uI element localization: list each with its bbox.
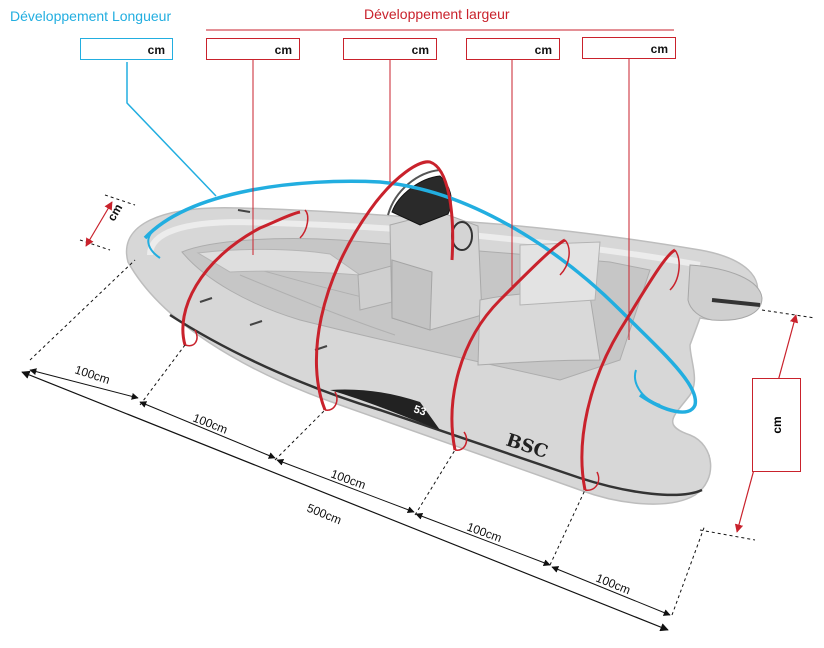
width-input-field-1[interactable]: cm xyxy=(206,38,300,60)
rear-bench-back xyxy=(519,241,601,306)
bow-height-dimension xyxy=(79,194,136,251)
width-input-field-4[interactable]: cm xyxy=(582,37,676,59)
segment-label: 100cm xyxy=(329,467,368,492)
boat-illustration xyxy=(125,169,763,505)
console-front xyxy=(391,259,433,331)
bow-height-unit: cm xyxy=(104,201,125,223)
stern-height-unit-label: cm xyxy=(769,416,784,434)
total-length-arrow xyxy=(21,370,669,632)
windshield-frame xyxy=(387,169,441,216)
width-leader-lines xyxy=(252,58,630,340)
width-loop-1 xyxy=(181,209,309,347)
segment-label: 100cm xyxy=(594,571,633,597)
width-unit-label: cm xyxy=(274,43,292,57)
length-leader-line xyxy=(126,62,217,197)
length-unit-label: cm xyxy=(147,43,165,57)
length-heading: Développement Longueur xyxy=(10,8,172,24)
width-unit-label: cm xyxy=(534,43,552,57)
width-heading: Développement largeur xyxy=(364,6,510,22)
width-input-field-2[interactable]: cm xyxy=(343,38,437,60)
length-input-field[interactable]: cm xyxy=(80,38,173,60)
width-unit-label: cm xyxy=(411,43,429,57)
stern-height-input-field[interactable]: cm xyxy=(752,378,801,472)
segment-label: 100cm xyxy=(191,411,230,437)
segment-label: 100cm xyxy=(465,520,504,545)
segment-label: 100cm xyxy=(73,363,112,387)
windshield xyxy=(391,175,452,226)
stern-cone-band xyxy=(711,298,761,307)
total-length-label: 500cm xyxy=(305,501,344,527)
width-input-field-3[interactable]: cm xyxy=(466,38,560,60)
width-unit-label: cm xyxy=(650,42,668,56)
